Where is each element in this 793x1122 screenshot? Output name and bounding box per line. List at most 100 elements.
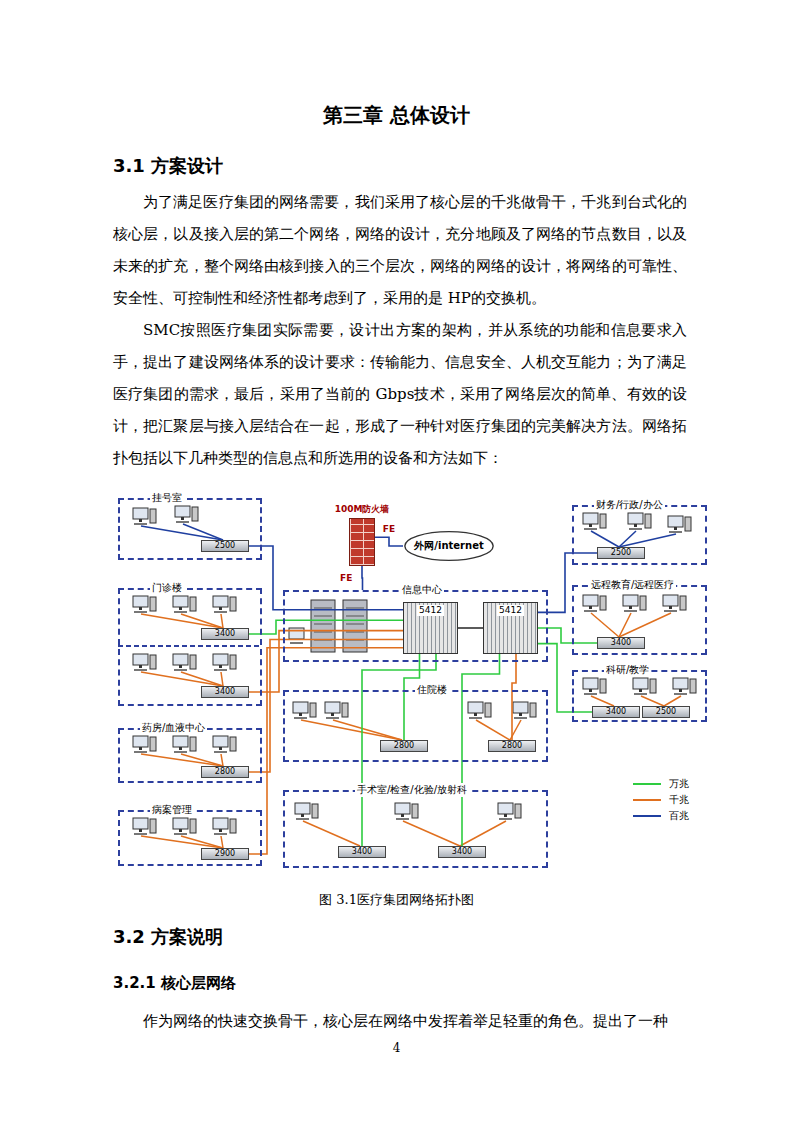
firewall-label: 100M防火墙 (333, 503, 392, 515)
cable (221, 836, 223, 848)
computer-icon (213, 596, 236, 613)
switch-label: 2900 (202, 849, 248, 859)
legend-row: 万兆 (631, 778, 689, 790)
network-link (249, 639, 403, 772)
network-link (375, 537, 403, 546)
cable (591, 531, 619, 547)
legend-label: 百兆 (669, 810, 689, 822)
figure-caption: 图 3.1医疗集团网络拓扑图 (0, 891, 793, 909)
legend-row: 千兆 (631, 794, 689, 806)
computer-icon (293, 702, 316, 719)
access-switch: 3400 (338, 846, 386, 858)
access-switch: 2900 (201, 848, 249, 860)
legend-line (631, 795, 665, 805)
computer-icon (583, 678, 606, 695)
computer-icon (133, 508, 156, 525)
cable (403, 821, 460, 846)
switch-label: 3400 (202, 687, 248, 697)
computer-icon (663, 595, 686, 612)
cable (141, 614, 223, 628)
cable (303, 821, 360, 846)
zone-divider (118, 645, 262, 647)
switch-label: 3400 (598, 638, 644, 648)
computer-icon (468, 702, 491, 719)
section-heading: 3.1 方案设计 (113, 154, 683, 178)
computer-icon (133, 654, 156, 671)
page-number: 4 (0, 1041, 793, 1055)
access-switch: 2800 (380, 740, 428, 752)
computer-icon (395, 803, 418, 820)
figure: 挂号室2500门诊楼34003400药房/血液中心2800病案管理2900100… (113, 478, 713, 878)
cable (619, 534, 676, 547)
server-icon (343, 600, 367, 652)
network-zone: 信息中心54125412 (283, 590, 548, 662)
cable (183, 524, 223, 540)
legend-line (631, 779, 665, 789)
computer-icon (213, 736, 236, 753)
network-link (249, 546, 403, 610)
access-switch: 2500 (201, 540, 249, 552)
cable (460, 821, 506, 846)
computer-icon (498, 803, 521, 820)
switch-label: 3400 (339, 847, 385, 857)
cable (301, 720, 402, 740)
access-switch: 2500 (597, 547, 645, 559)
cable (181, 614, 223, 628)
cable (221, 672, 223, 686)
cloud-label: 外网/internet (414, 540, 483, 552)
legend-line (631, 811, 665, 821)
network-zone: 门诊楼34003400 (118, 588, 262, 706)
cable (221, 754, 223, 766)
cable (181, 672, 223, 686)
subsection-heading: 3.2.1 核心层网络 (113, 974, 683, 993)
network-link (458, 627, 483, 629)
network-link (404, 654, 420, 740)
access-switch: 3400 (592, 706, 640, 718)
switch-label: 3400 (593, 707, 639, 717)
network-link (249, 620, 403, 634)
computer-icon (628, 513, 651, 530)
computer-icon (173, 736, 196, 753)
legend-row: 百兆 (631, 810, 689, 822)
legend-label: 万兆 (669, 778, 689, 790)
computer-icon (213, 818, 236, 835)
link-label: FE (339, 573, 353, 584)
cable (141, 836, 223, 848)
firewall: 100M防火墙 (349, 518, 375, 566)
computer-icon (583, 513, 606, 530)
zone-heading: 门诊楼 (150, 581, 184, 595)
zone-heading: 挂号室 (150, 491, 184, 505)
network-zone: 手术室/检查/化验/放射科34003400 (283, 790, 548, 868)
zone-heading: 病案管理 (150, 803, 194, 817)
computer-icon (175, 506, 198, 523)
zone-heading: 手术室/检查/化验/放射科 (355, 783, 469, 797)
cable (619, 613, 631, 637)
zone-heading: 远程教育/远程医疗 (589, 578, 676, 592)
computer-icon (133, 818, 156, 835)
access-switch: 2800 (201, 766, 249, 778)
cable (333, 720, 402, 740)
switch-label: 2500 (643, 707, 689, 717)
server-icon (311, 600, 335, 652)
computer-icon (173, 818, 196, 835)
switch-label: 3400 (439, 847, 485, 857)
switch-label: 2500 (598, 548, 644, 558)
access-switch: 3400 (201, 628, 249, 640)
computer-icon (213, 654, 236, 671)
cable (591, 696, 614, 706)
legend-label: 千兆 (669, 794, 689, 806)
cable (181, 836, 223, 848)
switch-label: 2500 (202, 541, 248, 551)
zone-heading: 科研/教学 (604, 663, 651, 677)
body-paragraph: 作为网络的快速交换骨干，核心层在网络中发挥着举足轻重的角色。提出了一种 (113, 1005, 687, 1037)
section-heading: 3.2 方案说明 (113, 925, 683, 949)
computer-icon (173, 654, 196, 671)
cable (591, 613, 619, 637)
internet-cloud: 外网/internet (403, 530, 495, 562)
cable (141, 672, 223, 686)
zone-heading: 住院楼 (415, 683, 449, 697)
computer-icon (133, 736, 156, 753)
network-zone: 科研/教学34002500 (572, 670, 707, 722)
computer-icon (173, 596, 196, 613)
access-switch: 2800 (488, 740, 536, 752)
